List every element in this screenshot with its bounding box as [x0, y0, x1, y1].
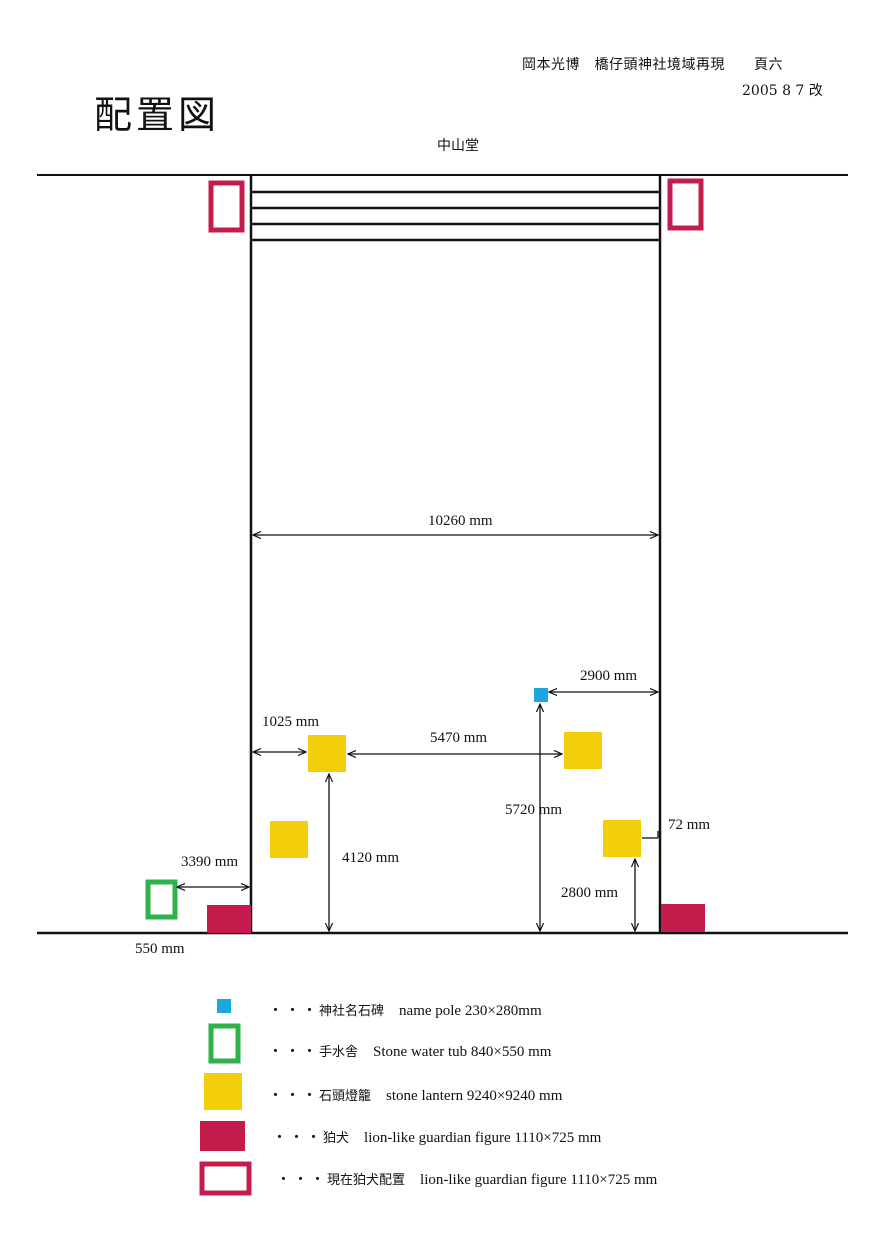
guardian-left	[207, 905, 251, 933]
stone-lantern-4	[603, 820, 641, 857]
water-to-wall-label: 3390 mm	[181, 854, 238, 870]
legend-guardian-current-icon	[199, 1161, 252, 1196]
guardian-current-left	[208, 180, 245, 233]
legend-water-tub-icon	[208, 1023, 241, 1064]
legend-stone-lantern-icon	[204, 1073, 242, 1110]
pole-to-right-label: 2900 mm	[580, 668, 637, 684]
legend-row-guardian-current: ・・・現在狛犬配置 lion-like guardian figure 1110…	[276, 1170, 658, 1188]
left-to-lantern-label: 1025 mm	[262, 714, 319, 730]
legend-name-pole-icon	[217, 999, 231, 1013]
author-header: 岡本光博 橋仔頭神社境域再現 頁六	[522, 57, 783, 73]
pole-height-label: 5720 mm	[505, 802, 562, 818]
stone-lantern-3	[270, 821, 308, 858]
right-lantern-height-label: 2800 mm	[561, 885, 618, 901]
legend-row-guardian: ・・・狛犬 lion-like guardian figure 1110×725…	[272, 1128, 602, 1146]
width-dimension-label: 10260 mm	[428, 513, 493, 529]
stone-lantern-1	[308, 735, 346, 772]
legend-row-name-pole: ・・・神社名石碑 name pole 230×280mm	[268, 1001, 542, 1019]
guardian-current-right	[667, 178, 704, 231]
hall-label: 中山堂	[437, 138, 479, 154]
page-title: 配置図	[94, 93, 221, 137]
steps	[251, 190, 660, 242]
between-lanterns-label: 5470 mm	[430, 730, 487, 746]
water-width-label: 550 mm	[135, 941, 185, 957]
legend-row-stone-lantern: ・・・石頭燈籠 stone lantern 9240×9240 mm	[268, 1086, 563, 1104]
revision-date: 2005 8 7 改	[742, 83, 823, 99]
legend-guardian-icon	[200, 1121, 245, 1151]
lantern-height-label: 4120 mm	[342, 850, 399, 866]
guardian-right	[661, 904, 705, 932]
name-pole	[534, 688, 548, 702]
right-gap-label: 72 mm	[668, 817, 710, 833]
legend-row-water-tub: ・・・手水舎 Stone water tub 840×550 mm	[268, 1042, 552, 1060]
water-tub	[145, 879, 178, 920]
stone-lantern-2	[564, 732, 602, 769]
